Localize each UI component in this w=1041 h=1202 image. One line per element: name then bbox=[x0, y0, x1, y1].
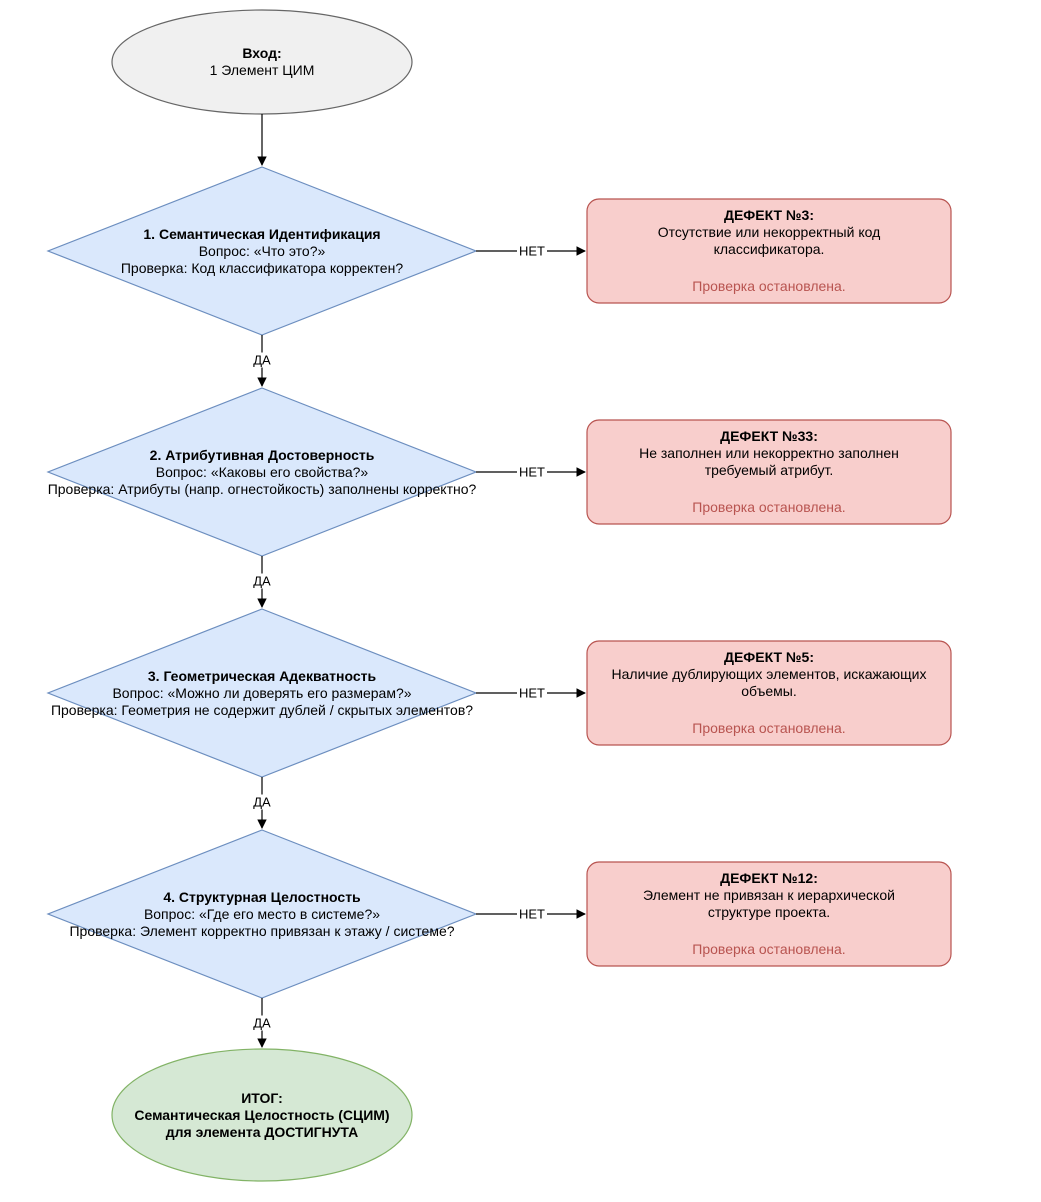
defect-1-title: ДЕФЕКТ №3: bbox=[724, 207, 814, 223]
decision-1-question: Вопрос: «Что это?» bbox=[198, 242, 326, 259]
no-label-4: НЕТ bbox=[517, 906, 547, 922]
defect-2-stop: Проверка остановлена. bbox=[692, 499, 846, 515]
defect-4-text: Элемент не привязан к иерархической стру… bbox=[643, 887, 895, 920]
defect-1-shape[interactable] bbox=[586, 198, 952, 304]
decision-3-check: Проверка: Геометрия не содержит дублей /… bbox=[50, 701, 474, 718]
decision-2-question: Вопрос: «Каковы его свойства?» bbox=[155, 463, 369, 480]
result-node[interactable]: ИТОГ: Семантическая Целостность (СЦИМ) д… bbox=[112, 1049, 412, 1181]
defect-3[interactable]: ДЕФЕКТ №5: Наличие дублирующих элементов… bbox=[587, 641, 951, 745]
start-node[interactable]: Вход: 1 Элемент ЦИМ bbox=[112, 10, 412, 114]
yes-label-1: ДА bbox=[251, 352, 273, 368]
defect-1-stop: Проверка остановлена. bbox=[692, 278, 846, 294]
decision-1-title: 1. Семантическая Идентификация bbox=[143, 225, 381, 242]
defect-3-stop: Проверка остановлена. bbox=[692, 720, 846, 736]
defect-2[interactable]: ДЕФЕКТ №33: Не заполнен или некорректно … bbox=[587, 420, 951, 524]
no-label-1: НЕТ bbox=[517, 243, 547, 259]
decision-4[interactable]: 4. Структурная Целостность Вопрос: «Где … bbox=[47, 874, 477, 954]
defect-2-shape[interactable] bbox=[586, 419, 952, 525]
defect-4-title: ДЕФЕКТ №12: bbox=[720, 870, 818, 886]
start-text: 1 Элемент ЦИМ bbox=[209, 62, 315, 78]
decision-1[interactable]: 1. Семантическая Идентификация Вопрос: «… bbox=[47, 211, 477, 291]
defect-2-title: ДЕФЕКТ №33: bbox=[720, 428, 818, 444]
decision-4-question: Вопрос: «Где его место в системе?» bbox=[143, 905, 381, 922]
defect-3-title: ДЕФЕКТ №5: bbox=[724, 649, 814, 665]
decision-3[interactable]: 3. Геометрическая Адекватность Вопрос: «… bbox=[47, 653, 477, 733]
decision-1-check: Проверка: Код классификатора корректен? bbox=[120, 259, 404, 276]
decision-3-title: 3. Геометрическая Адекватность bbox=[147, 667, 377, 684]
defect-3-shape[interactable] bbox=[586, 640, 952, 746]
no-label-2: НЕТ bbox=[517, 464, 547, 480]
decision-2-check: Проверка: Атрибуты (напр. огнестойкость)… bbox=[47, 480, 477, 497]
decision-2[interactable]: 2. Атрибутивная Достоверность Вопрос: «К… bbox=[47, 432, 477, 512]
defect-3-text: Наличие дублирующих элементов, искажающи… bbox=[611, 666, 927, 699]
no-label-3: НЕТ bbox=[517, 685, 547, 701]
defect-4[interactable]: ДЕФЕКТ №12: Элемент не привязан к иерарх… bbox=[587, 862, 951, 966]
result-line-2: для элемента ДОСТИГНУТА bbox=[165, 1123, 359, 1140]
decision-4-check: Проверка: Элемент корректно привязан к э… bbox=[69, 922, 455, 939]
decision-2-title: 2. Атрибутивная Достоверность bbox=[149, 446, 375, 463]
defect-2-text: Не заполнен или некорректно заполнен тре… bbox=[639, 445, 899, 478]
decision-4-title: 4. Структурная Целостность bbox=[163, 888, 361, 905]
yes-label-3: ДА bbox=[251, 794, 273, 810]
decision-3-question: Вопрос: «Можно ли доверять его размерам?… bbox=[112, 684, 412, 701]
defect-1[interactable]: ДЕФЕКТ №3: Отсутствие или некорректный к… bbox=[587, 199, 951, 303]
yes-label-2: ДА bbox=[251, 573, 273, 589]
yes-label-4: ДА bbox=[251, 1015, 273, 1031]
defect-4-stop: Проверка остановлена. bbox=[692, 941, 846, 957]
defect-1-text: Отсутствие или некорректный код классифи… bbox=[657, 224, 881, 257]
result-line-1: Семантическая Целостность (СЦИМ) bbox=[134, 1106, 390, 1123]
start-title: Вход: bbox=[242, 45, 282, 61]
defect-4-shape[interactable] bbox=[586, 861, 952, 967]
result-node-shape[interactable] bbox=[111, 1048, 413, 1182]
result-title: ИТОГ: bbox=[241, 1089, 283, 1106]
